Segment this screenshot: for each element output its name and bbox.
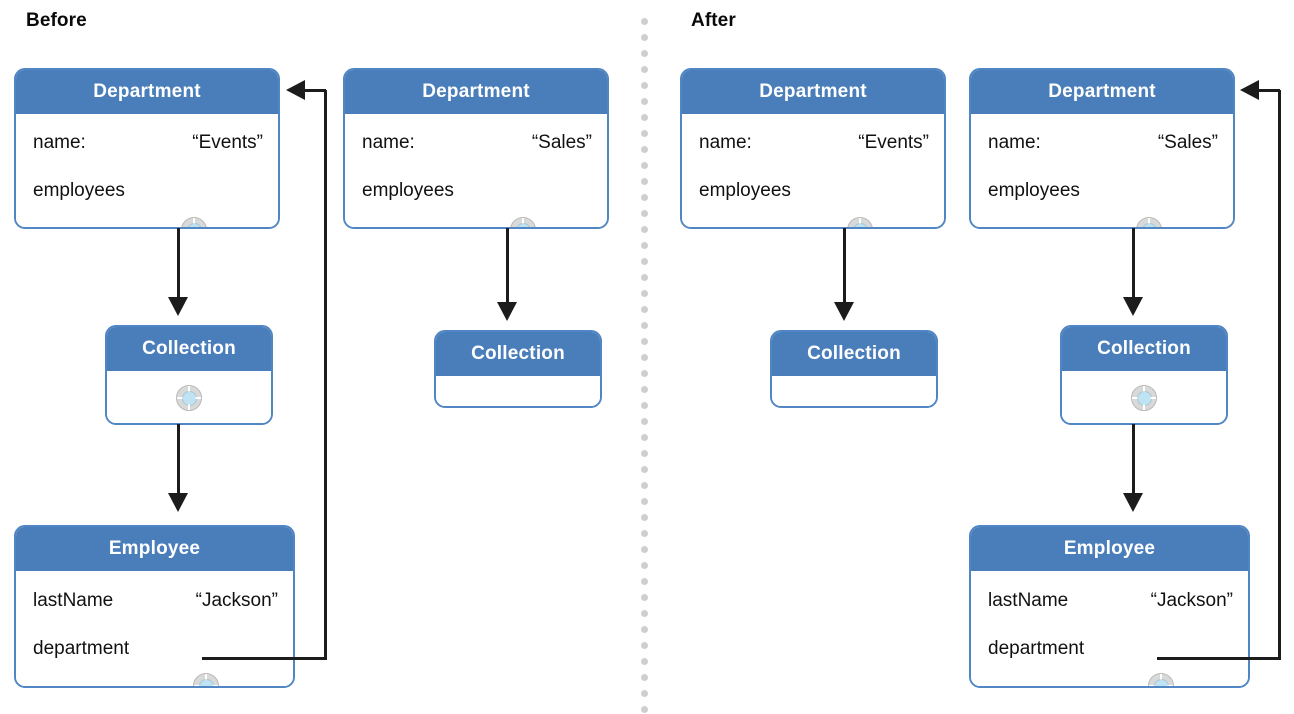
before-sales-department-row-employees: employees [345, 176, 607, 206]
before-sales-department-box[interactable]: Department name: “Sales” employees [343, 68, 609, 229]
connector-after-employee-to-department-horizontal [1157, 657, 1281, 660]
row-key: lastName [33, 590, 114, 611]
connector-after-department-arrow-stem [1258, 89, 1280, 92]
after-employee-box[interactable]: Employee lastName “Jackson” department [969, 525, 1250, 688]
row-key: name: [988, 132, 1041, 153]
before-events-department-box[interactable]: Department name: “Events” employees [14, 68, 280, 229]
relationship-socket-icon[interactable] [176, 385, 202, 411]
after-events-department-box[interactable]: Department name: “Events” employees [680, 68, 946, 229]
relationship-socket-icon[interactable] [1131, 385, 1157, 411]
row-value: “Jackson” [195, 590, 278, 611]
after-employee-title: Employee [971, 527, 1248, 571]
section-title-before: Before [26, 10, 87, 31]
before-events-collection-title: Collection [107, 327, 271, 371]
arrowhead-down-icon [168, 493, 188, 512]
after-events-department-row-name: name: “Events” [682, 128, 944, 158]
before-events-department-row-employees: employees [16, 176, 278, 206]
connector-after-collection-to-employee [1132, 424, 1135, 495]
section-divider [641, 18, 648, 713]
row-value: “Events” [858, 132, 929, 153]
arrowhead-left-icon [286, 80, 305, 100]
before-sales-department-row-name: name: “Sales” [345, 128, 607, 158]
after-employee-row-department: department [971, 634, 1248, 664]
arrowhead-down-icon [168, 297, 188, 316]
before-employee-box[interactable]: Employee lastName “Jackson” department [14, 525, 295, 688]
connector-before-events-dept-to-collection [177, 228, 180, 299]
connector-after-events-dept-to-collection [843, 228, 846, 304]
row-value: “Jackson” [1150, 590, 1233, 611]
after-events-collection-box[interactable]: Collection [770, 330, 938, 408]
before-events-department-row-name: name: “Events” [16, 128, 278, 158]
after-events-department-title: Department [682, 70, 944, 114]
row-key: name: [33, 132, 86, 153]
before-sales-collection-title: Collection [436, 332, 600, 376]
before-employee-row-department: department [16, 634, 293, 664]
section-title-after: After [691, 10, 736, 31]
before-events-collection-box[interactable]: Collection [105, 325, 273, 425]
before-sales-department-title: Department [345, 70, 607, 114]
arrowhead-left-icon [1240, 80, 1259, 100]
after-events-department-row-employees: employees [682, 176, 944, 206]
connector-after-sales-dept-to-collection [1132, 228, 1135, 299]
after-sales-department-row-employees: employees [971, 176, 1233, 206]
arrowhead-down-icon [1123, 493, 1143, 512]
after-employee-row-lastname: lastName “Jackson” [971, 586, 1248, 616]
before-sales-collection-box[interactable]: Collection [434, 330, 602, 408]
arrowhead-down-icon [834, 302, 854, 321]
before-employee-row-lastname: lastName “Jackson” [16, 586, 293, 616]
connector-before-collection-to-employee [177, 424, 180, 495]
connector-before-employee-to-department-vertical [324, 90, 327, 660]
row-key: employees [988, 180, 1080, 201]
after-sales-department-box[interactable]: Department name: “Sales” employees [969, 68, 1235, 229]
row-key: name: [699, 132, 752, 153]
connector-before-employee-to-department-horizontal [202, 657, 327, 660]
row-key: name: [362, 132, 415, 153]
after-sales-collection-title: Collection [1062, 327, 1226, 371]
after-sales-department-title: Department [971, 70, 1233, 114]
before-employee-title: Employee [16, 527, 293, 571]
row-key: department [33, 638, 130, 659]
row-key: lastName [988, 590, 1069, 611]
arrowhead-down-icon [497, 302, 517, 321]
connector-before-department-arrow-stem [304, 89, 326, 92]
after-sales-collection-box[interactable]: Collection [1060, 325, 1228, 425]
connector-after-employee-to-department-vertical [1278, 90, 1281, 660]
row-value: “Sales” [531, 132, 592, 153]
before-events-department-title: Department [16, 70, 278, 114]
row-key: employees [33, 180, 125, 201]
row-value: “Sales” [1157, 132, 1218, 153]
row-key: employees [699, 180, 791, 201]
after-sales-department-row-name: name: “Sales” [971, 128, 1233, 158]
row-key: employees [362, 180, 454, 201]
row-key: department [988, 638, 1085, 659]
row-value: “Events” [192, 132, 263, 153]
connector-before-sales-dept-to-collection [506, 228, 509, 304]
after-events-collection-title: Collection [772, 332, 936, 376]
arrowhead-down-icon [1123, 297, 1143, 316]
